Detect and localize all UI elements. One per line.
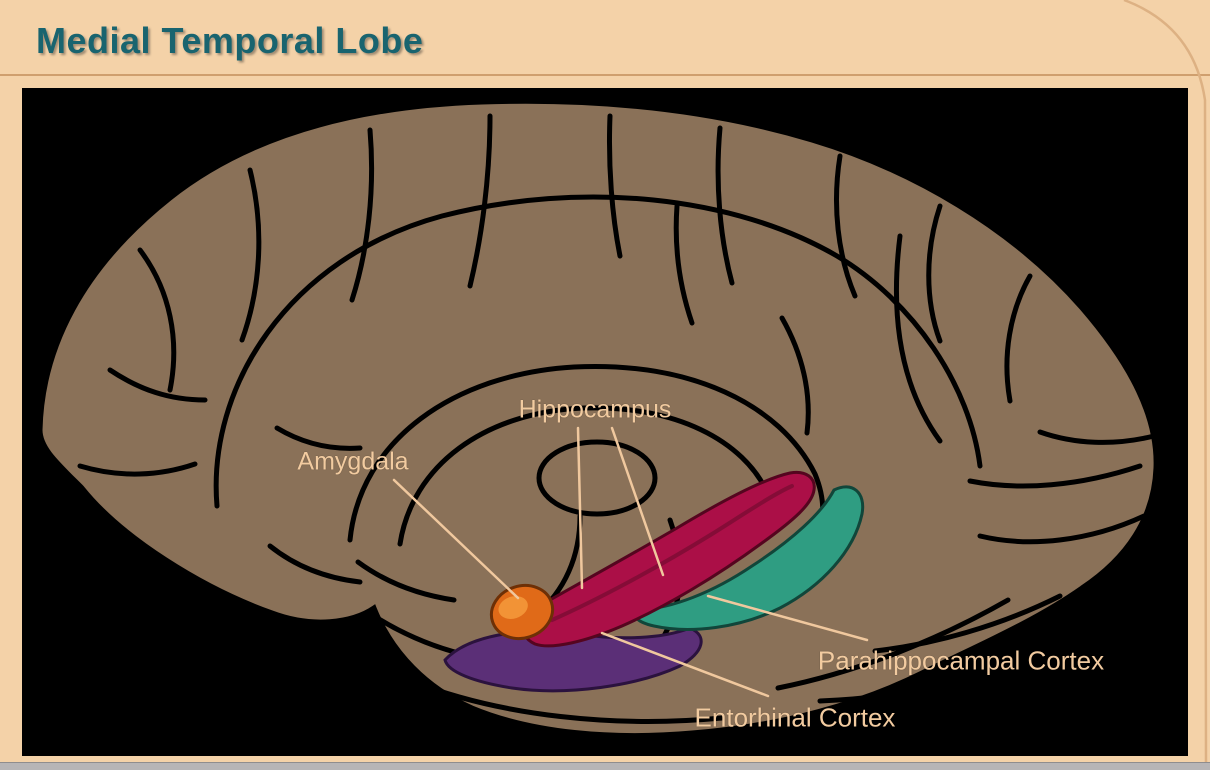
leader-lines [392,426,869,698]
hippocampus-leader-line-1 [576,426,584,590]
bottom-edge-strip [0,762,1210,770]
title-divider [0,74,1210,76]
parahippocampal-cortex-shape [634,485,865,631]
page-title: Medial Temporal Lobe [36,20,424,61]
hippocampus-shading [550,484,794,622]
label-entorhinal-cortex: Entorhinal Cortex [694,702,896,733]
amygdala-shape [489,583,555,641]
hippocampus-leader-line-2 [610,426,665,577]
brain-illustration [37,98,1159,739]
brain-outline [37,98,1159,739]
amygdala-leader-line [392,478,520,600]
label-amygdala: Amygdala [297,447,409,476]
label-hippocampus: Hippocampus [518,395,672,424]
label-parahippocampal-cortex: Parahippocampal Cortex [817,645,1105,676]
sulci-lines [77,113,1157,724]
entorhinal-leader-line [600,631,770,698]
brain-diagram-panel: Hippocampus Amygdala Parahippocampal Cor… [22,88,1188,756]
parahippocampal-leader-line [706,594,869,642]
